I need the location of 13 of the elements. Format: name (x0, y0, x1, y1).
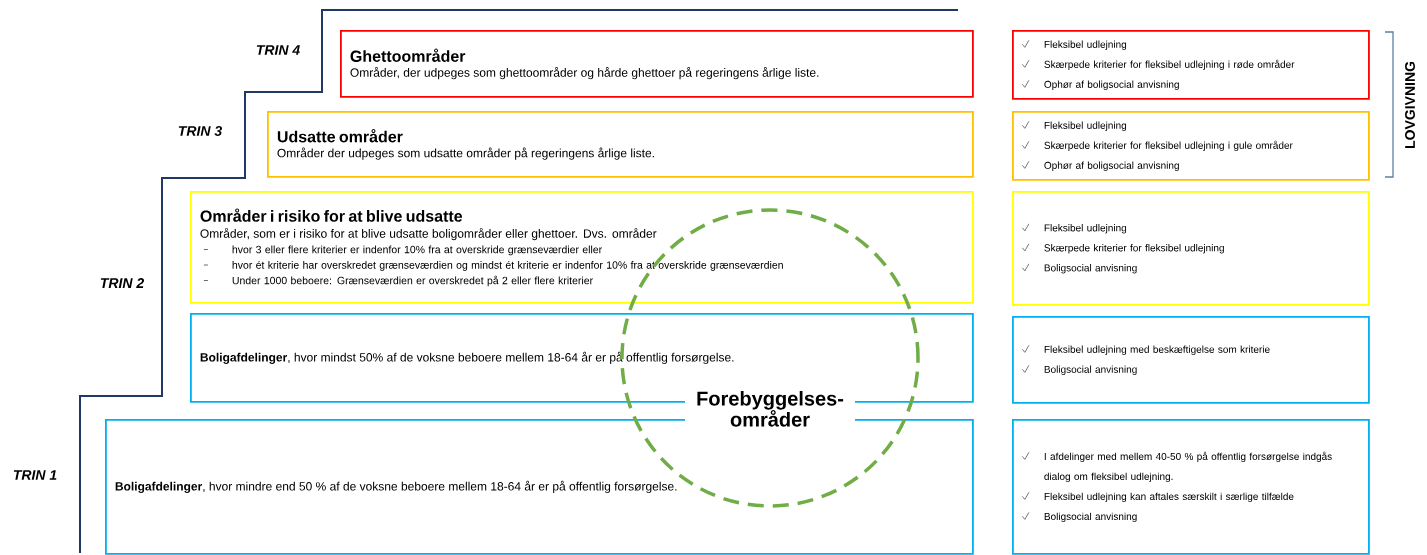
measures-box: Fleksibel udlejning Skærpede kriterier for fleksibel udlejning Boligsocial anvisning (1012, 191, 1370, 306)
step-label: TRIN 1 (13, 470, 57, 480)
measures-box: Fleksibel udlejning med beskæftigelse som kriterie Boligsocial anvisning (1012, 316, 1370, 404)
step-label: TRIN 3 (178, 126, 222, 136)
measures-box: Fleksibel udlejning Skærpede kriterier for fleksibel udlejning i gule områder Ophør af boligsocial anvisning (1012, 111, 1370, 181)
level-box: Udsatte områder Områder der udpeges som udsatte områder på regeringens årlige liste. (267, 111, 974, 178)
level-box: Områder i risiko for at blive udsatte Områder, som er i risiko for at blive udsatte boligområder eller ghettoer. Dvs. områder hvor 3 eller flere kriterier er indenfor 10% fra at overskride grænseværdier eller hvor ét kriterie har overskredet grænseværdien og mindst ét kriterie er indenfor 10% fra at overskride grænseværdien Under 1000 beboere: Grænseværdien er overskredet på 2 eller flere kriterier (190, 191, 974, 304)
step-label: TRIN 4 (256, 45, 300, 55)
measures-box: I afdelinger med mellem 40-50 % på offentlig forsørgelse indgås dialog om fleksibel udlejning. Fleksibel udlejning kan aftales særskilt i særlige tilfælde Boligsocial anvisning (1012, 419, 1370, 555)
measures-box: Fleksibel udlejning Skærpede kriterier for fleksibel udlejning i røde områder Ophør af boligsocial anvisning (1012, 30, 1370, 100)
side-label: LOVGIVNING (1405, 61, 1415, 148)
step-label: TRIN 2 (100, 278, 144, 288)
level-box: Ghettoområder Områder, der udpeges som ghettoområder og hårde ghettoer på regeringens årlige liste. (340, 30, 974, 98)
